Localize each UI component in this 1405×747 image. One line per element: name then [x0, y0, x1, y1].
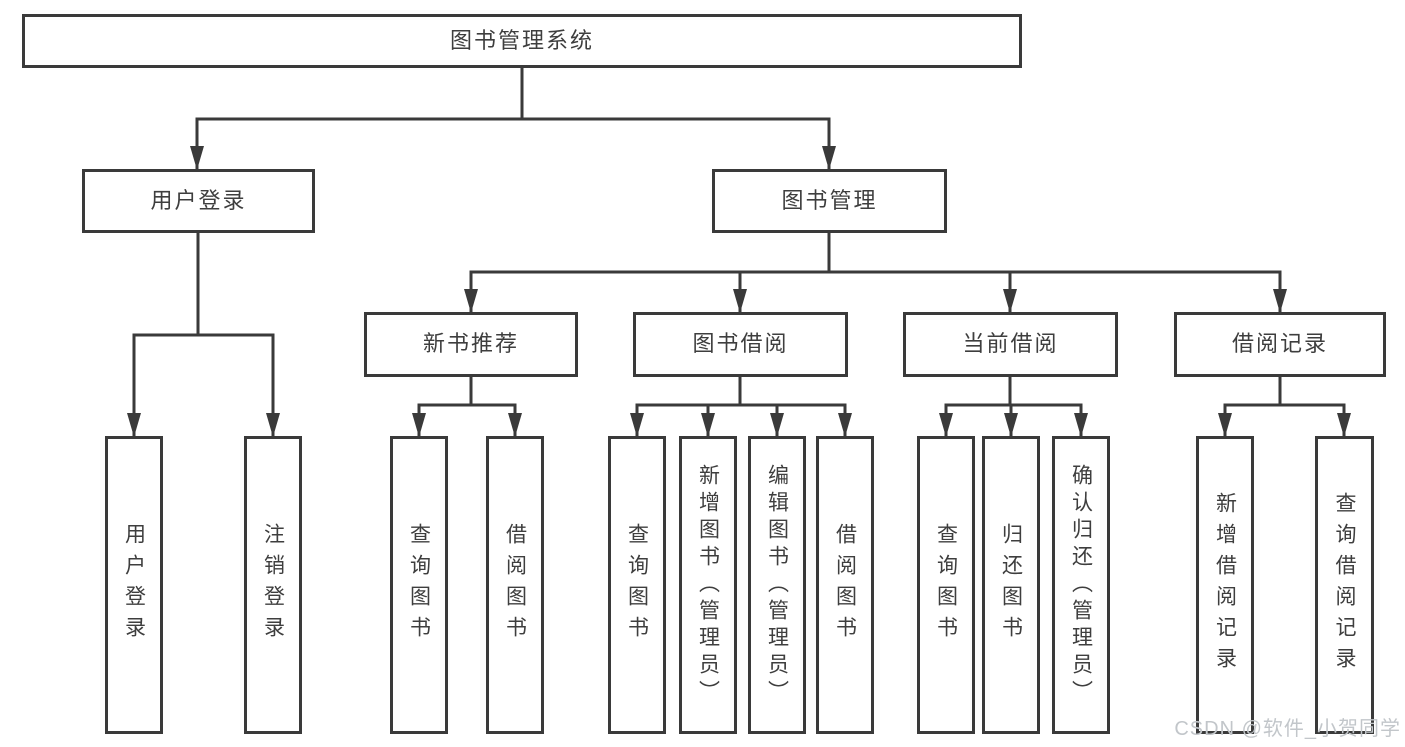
node-book-management: 图书管理 — [712, 169, 947, 233]
connector-book-borrow-to-leaves — [630, 377, 852, 437]
connector-book-management-to-level3 — [464, 233, 1287, 313]
leaf-query-books-recommend: 查询图书 — [390, 436, 448, 734]
leaf-user-login: 用户登录 — [105, 436, 163, 734]
leaf-borrow-books-recommend: 借阅图书 — [486, 436, 544, 734]
leaf-add-borrow-record: 新增借阅记录 — [1196, 436, 1254, 734]
connector-new-book-recommend-to-leaves — [412, 377, 522, 437]
csdn-watermark: CSDN @软件_小贺同学 — [1174, 718, 1401, 740]
leaf-logout: 注销登录 — [244, 436, 302, 734]
node-library-management-system: 图书管理系统 — [22, 14, 1022, 68]
node-new-book-recommend: 新书推荐 — [364, 312, 578, 377]
connector-current-borrow-to-leaves — [939, 377, 1088, 437]
leaf-return-book: 归还图书 — [982, 436, 1040, 734]
connector-root-to-level2 — [190, 68, 836, 170]
node-current-borrow: 当前借阅 — [903, 312, 1118, 377]
node-book-borrow: 图书借阅 — [633, 312, 848, 377]
node-borrow-records: 借阅记录 — [1174, 312, 1386, 377]
leaf-confirm-return-admin: 确认归还（管理员） — [1052, 436, 1110, 734]
leaf-query-books-current: 查询图书 — [917, 436, 975, 734]
leaf-borrow-books-borrow: 借阅图书 — [816, 436, 874, 734]
leaf-edit-book-admin: 编辑图书（管理员） — [748, 436, 806, 734]
connector-user-login-to-leaves — [127, 233, 280, 437]
connector-borrow-records-to-leaves — [1218, 377, 1351, 437]
leaf-add-book-admin: 新增图书（管理员） — [679, 436, 737, 734]
leaf-query-books-borrow: 查询图书 — [608, 436, 666, 734]
leaf-query-borrow-record: 查询借阅记录 — [1315, 436, 1374, 734]
node-user-login: 用户登录 — [82, 169, 315, 233]
